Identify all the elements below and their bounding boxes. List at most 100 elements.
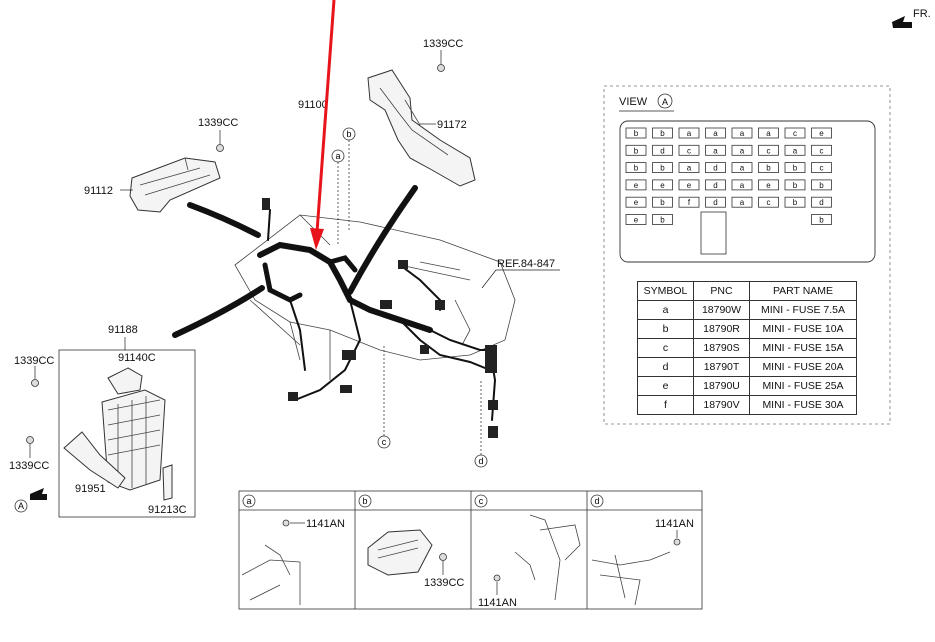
- fuse-symbol: a: [713, 146, 718, 155]
- fuse-slot: [731, 162, 753, 174]
- fuse-symbol: e: [660, 181, 665, 190]
- cell: 18790S: [693, 338, 750, 358]
- duct-91172: [367, 69, 476, 187]
- cell: 18790V: [693, 395, 750, 415]
- part-1339cc-label: 1339CC: [14, 355, 54, 367]
- fuse-symbol: e: [819, 129, 824, 138]
- detail-d: d 1141AN: [590, 494, 694, 606]
- cell: 18790T: [693, 357, 750, 377]
- fuse-slot: [731, 196, 753, 208]
- fuse-symbol: a: [740, 164, 745, 173]
- fuse-slot: [625, 144, 647, 156]
- fuse-symbol: a: [740, 181, 745, 190]
- part-91188-label: 91188: [108, 324, 138, 336]
- fuse-slot: [652, 162, 673, 174]
- svg-text:d: d: [478, 456, 483, 466]
- fuse-symbol: c: [767, 146, 771, 155]
- fuse-symbol: b: [634, 146, 639, 155]
- fuse-symbol: b: [819, 216, 824, 225]
- fuse-symbol: b: [793, 198, 798, 207]
- dashboard-outline: [234, 214, 516, 380]
- duct-91112: [129, 157, 221, 213]
- view-a-marker: A: [14, 499, 28, 513]
- fuse-slot: [784, 179, 806, 191]
- callout-sweeps: [172, 185, 418, 338]
- fuse-symbol: e: [687, 181, 692, 190]
- fuse-slot: [811, 162, 832, 174]
- svg-text:b: b: [346, 129, 351, 139]
- fuse-symbol: e: [634, 198, 639, 207]
- fuse-symbol: b: [660, 216, 665, 225]
- col-header: PART NAME: [749, 281, 857, 301]
- fuse-slot: [625, 162, 647, 174]
- cell: b: [637, 319, 694, 339]
- junction-box: [63, 367, 173, 501]
- fuse-symbol: b: [660, 129, 665, 138]
- fuse-symbol: c: [793, 129, 797, 138]
- fuse-symbol: a: [740, 129, 745, 138]
- fuse-slot: [811, 127, 832, 139]
- part-1339cc-label: 1339CC: [423, 38, 463, 50]
- fuse-slot: [784, 144, 806, 156]
- cell: MINI - FUSE 15A: [749, 338, 857, 358]
- relay-slot: [700, 211, 727, 255]
- cell: d: [637, 357, 694, 377]
- nut-icon: [216, 144, 224, 152]
- cell: 18790U: [693, 376, 750, 396]
- svg-text:b: b: [362, 496, 367, 506]
- cell: e: [637, 376, 694, 396]
- cell: MINI - FUSE 25A: [749, 376, 857, 396]
- fuse-slot: [678, 196, 700, 208]
- part-91951-label: 91951: [75, 483, 106, 495]
- cell: MINI - FUSE 7.5A: [749, 300, 857, 320]
- fuse-slot: [731, 144, 753, 156]
- front-arrow-icon: [892, 16, 912, 28]
- fuse-symbol: b: [793, 181, 798, 190]
- fuse-slot: [758, 196, 779, 208]
- fuse-symbol: c: [820, 164, 824, 173]
- part-91140c-label: 91140C: [118, 352, 156, 364]
- fuse-slot: [678, 127, 700, 139]
- fuse-slot: [811, 179, 832, 191]
- cell: c: [637, 338, 694, 358]
- fuse-slot: [811, 144, 832, 156]
- fuse-slot: [625, 179, 647, 191]
- marker-a: a: [331, 149, 345, 245]
- svg-text:c: c: [479, 496, 484, 506]
- fuse-symbol: c: [687, 146, 691, 155]
- fuse-slot: [784, 162, 806, 174]
- svg-text:a: a: [246, 496, 251, 506]
- fuse-symbol: b: [766, 164, 771, 173]
- detail-a: a 1141AN: [241, 494, 345, 605]
- marker-d: d: [474, 380, 488, 468]
- fuse-slot: [758, 144, 779, 156]
- fuse-slot: [652, 144, 673, 156]
- svg-text:A: A: [18, 501, 24, 511]
- fuse-symbol: a: [740, 146, 745, 155]
- part-91112-label: 91112: [84, 185, 113, 197]
- fuse-slot: [705, 179, 726, 191]
- detail-boxes: [238, 490, 703, 610]
- svg-text:1141AN: 1141AN: [306, 518, 345, 530]
- svg-text:d: d: [594, 496, 599, 506]
- fuse-symbol: b: [793, 164, 798, 173]
- front-label: FR.: [913, 8, 931, 20]
- fuse-symbol: b: [660, 164, 665, 173]
- fuse-slot: [784, 196, 806, 208]
- fuse-symbol: a: [713, 129, 718, 138]
- fuse-symbol: e: [766, 181, 771, 190]
- fuse-slot: [652, 214, 673, 225]
- svg-text:A: A: [662, 97, 668, 107]
- nut-icon: [437, 64, 445, 72]
- connector-blocks: [262, 198, 498, 438]
- fuse-slot: [705, 162, 726, 174]
- fuse-slot: [758, 162, 779, 174]
